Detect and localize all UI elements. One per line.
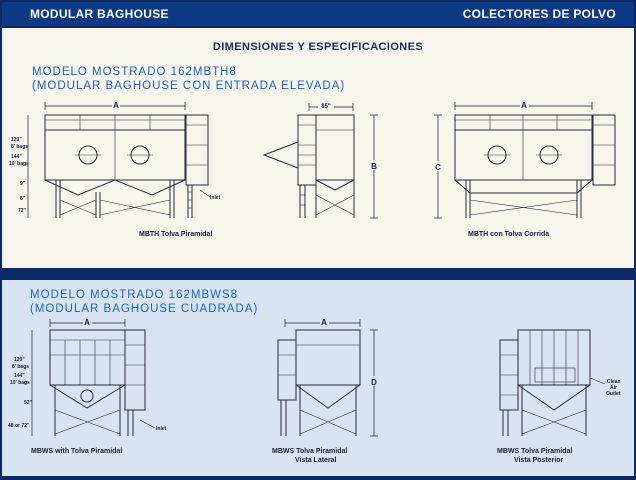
dim-c-label: C <box>435 163 441 172</box>
side-dim-mbws-1: 120" <box>14 357 25 363</box>
dim-b-label: B <box>371 162 377 171</box>
dim-width-label: 85" <box>321 104 331 110</box>
caption-mbth-trough: MBTH con Tolva Corrida <box>468 231 550 238</box>
outlet-label-2: Air <box>610 385 617 391</box>
side-dim-mbws-3: 144" <box>14 373 25 379</box>
side-dim-mbws-5: 52" <box>24 400 33 406</box>
side-dim-mbws-2: 8' bags <box>12 364 29 370</box>
model-desc-mbws: (MODULAR BAGHOUSE CUADRADA) <box>30 303 259 315</box>
side-dim-mbws-4: 10' bags <box>10 380 30 386</box>
outlet-label-1: Clean <box>607 379 621 385</box>
mbws-rear-drawing: Clean Air Outlet <box>499 329 621 436</box>
side-dim-3: 144" <box>11 154 22 160</box>
dim-a-label-2: A <box>521 101 527 110</box>
side-dim-4: 10' bags <box>9 161 29 167</box>
model-line-mbws: MODELO MOSTRADO 162MBWS8 <box>30 289 239 301</box>
caption-mbws-pyramid: MBWS with Tolva Piramidal <box>31 448 123 455</box>
dim-a-label-1: A <box>113 101 119 110</box>
side-dim-2: 8' bags <box>11 144 28 150</box>
side-dim-5: 9" <box>20 181 26 187</box>
inlet-label-2: Inlet <box>156 426 167 432</box>
caption-mbws-rear-2: Vista Posterior <box>514 457 564 464</box>
caption-mbws-side-1: MBWS Tolva Piramidal <box>272 448 348 455</box>
caption-mbth-pyramid: MBTH Tolva Piramidal <box>139 231 213 238</box>
specs-title: DIMENSIONES Y ESPECIFICACIONES <box>212 41 424 53</box>
outlet-label-3: Outlet <box>606 391 621 397</box>
side-dim-1: 120" <box>11 137 22 143</box>
side-dim-7: 72" <box>18 208 27 214</box>
dim-a-label-3: A <box>84 318 90 327</box>
inlet-label-1: Inlet <box>210 195 221 201</box>
caption-mbws-rear-1: MBWS Tolva Piramidal <box>497 448 573 455</box>
mbth-trough-drawing: A C <box>433 100 616 219</box>
mbth-side-drawing: 85" B <box>262 101 379 219</box>
mbws-pyramid-drawing: A 120" 8' bags 144" 10' bags 52" 48 or 7… <box>8 317 167 436</box>
mbws-side-drawing: A D <box>277 317 379 437</box>
dim-d-label: D <box>371 378 377 387</box>
header-bar: MODULAR BAGHOUSE COLECTORES DE POLVO <box>2 2 634 26</box>
caption-mbws-side-2: Vista Lateral <box>295 457 337 464</box>
dim-a-label-4: A <box>321 318 327 327</box>
section-mbws-panel <box>2 280 634 476</box>
side-dim-mbws-6: 48 or 72" <box>8 423 30 429</box>
header-title-left: MODULAR BAGHOUSE <box>30 7 169 21</box>
model-desc-mbth: (MODULAR BAGHOUSE CON ENTRADA ELEVADA) <box>32 80 346 92</box>
side-dim-6: 8" <box>20 196 26 202</box>
mbth-pyramid-front-drawing: A 120" 8' bags 144" 10' bags 9" <box>9 100 221 218</box>
header-title-right: COLECTORES DE POLVO <box>462 7 616 21</box>
model-line-mbth: MODELO MOSTRADO 162MBTH8 <box>32 66 237 78</box>
section-mbth-panel <box>2 28 634 268</box>
